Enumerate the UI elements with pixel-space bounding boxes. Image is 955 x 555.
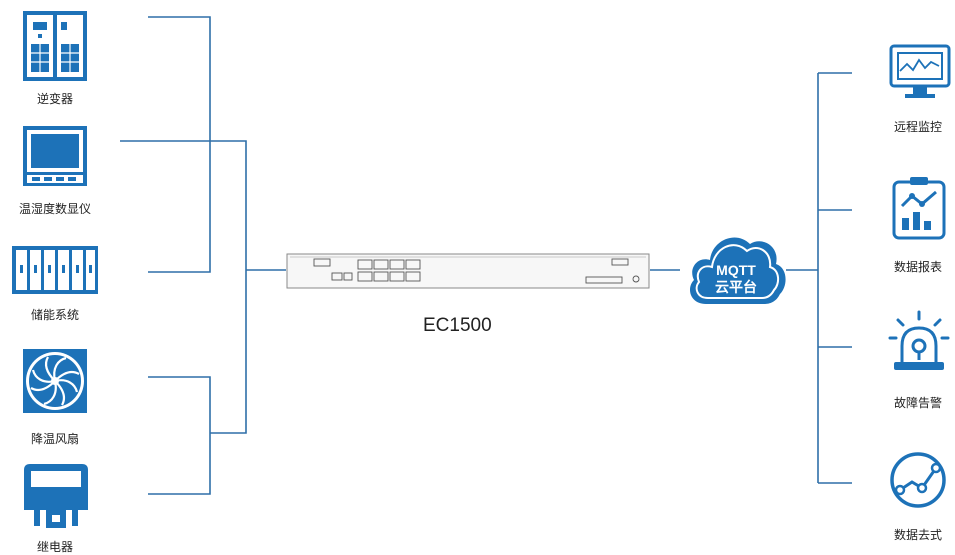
line-inverter-storage: [148, 16, 211, 273]
cloud-label-line2: 云平台: [715, 279, 757, 295]
data-report-icon: [892, 176, 946, 240]
service-label-fault-alarm: 故障告警: [893, 396, 942, 410]
device-label-inverter: 逆变器: [36, 92, 73, 106]
fault-alarm-icon: [886, 310, 952, 374]
cloud-label-line1: MQTT: [716, 262, 756, 278]
thermo-hygrometer-icon: [22, 125, 88, 187]
relay-icon: [20, 462, 92, 528]
device-label-relay: 继电器: [36, 540, 73, 554]
device-label-energy-storage: 储能系统: [30, 308, 79, 322]
remote-monitor-icon: [889, 44, 951, 102]
service-label-data-trend: 数据去式: [893, 528, 942, 542]
gateway-device: [286, 253, 650, 289]
line-fan-relay: [148, 376, 211, 495]
gateway-label: EC1500: [423, 315, 492, 336]
cloud-platform-icon: [684, 226, 788, 308]
cooling-fan-icon: [22, 348, 88, 414]
line-main-left: [120, 140, 247, 434]
data-trend-icon: [888, 450, 948, 510]
service-label-data-report: 数据报表: [893, 260, 942, 274]
energy-storage-icon: [11, 245, 99, 295]
inverter-icon: [22, 10, 88, 82]
device-label-thermo-hygrometer: 温湿度数显仪: [18, 202, 91, 216]
device-label-cooling-fan: 降温风扇: [30, 432, 79, 446]
service-label-remote-monitor: 远程监控: [893, 120, 942, 134]
